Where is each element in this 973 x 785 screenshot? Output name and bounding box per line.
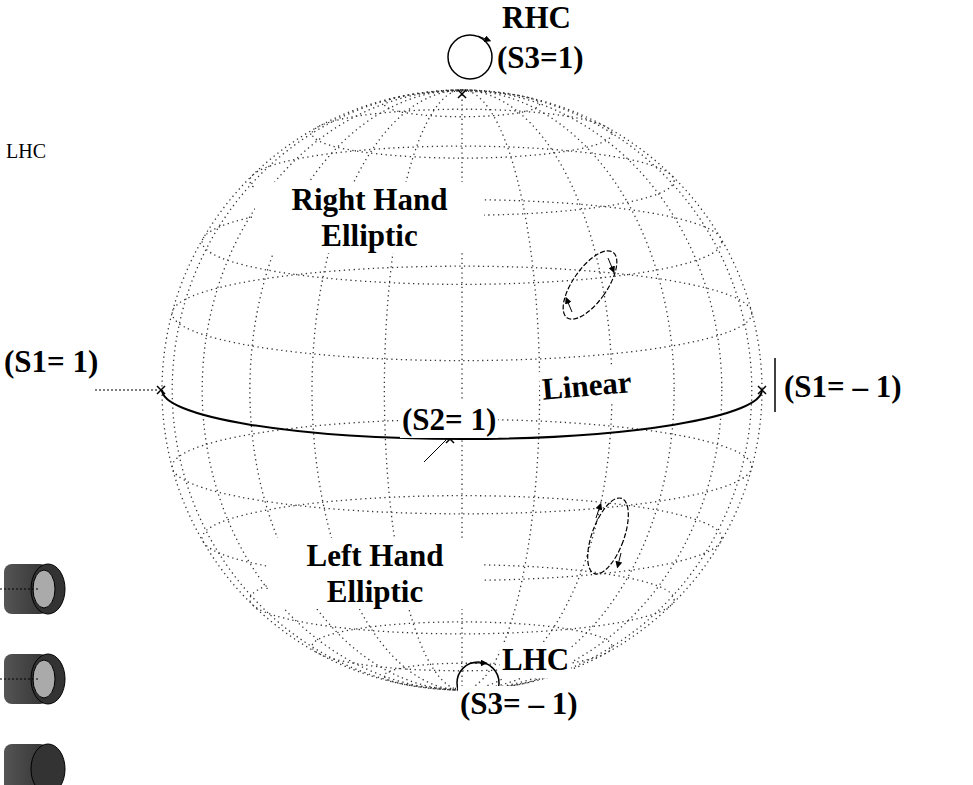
axis-label: Right Hand Elliptic [255,182,484,253]
axis-label: (S1= 1) [2,344,100,380]
axis-label: RHC [500,0,573,36]
rh-arrow [567,300,572,312]
lh-arrow [618,553,621,565]
axis-label: (S3=1) [495,40,586,76]
longitude-line [250,90,674,690]
axis-label: LHC [500,642,571,678]
rhc-circle [448,35,492,79]
cylinder-icons [0,564,65,785]
axis-label: LHC [4,140,48,163]
lh-arrow [596,506,600,518]
axis-label: (S3= – 1) [458,686,580,722]
rhc-arrow [478,36,488,40]
longitude-line [202,90,722,690]
axis-label: Linear [539,364,635,408]
equator-line [162,390,762,439]
sphere-outline [162,90,762,690]
axis-label: (S2= 1) [400,402,498,438]
rh-ellipse [553,242,627,327]
lhc-arrow [470,663,484,664]
latitude-line [172,266,752,360]
leader-line [774,358,776,412]
sphere-grid [162,90,762,690]
axis-label: Left Hand Elliptic [268,538,482,609]
axis-label: (S1= – 1) [782,369,904,405]
rh-arrow [608,258,613,270]
leader-line [95,390,158,391]
longitude-line [172,90,752,690]
lh-ellipse [579,493,636,579]
point-markers [157,90,766,443]
